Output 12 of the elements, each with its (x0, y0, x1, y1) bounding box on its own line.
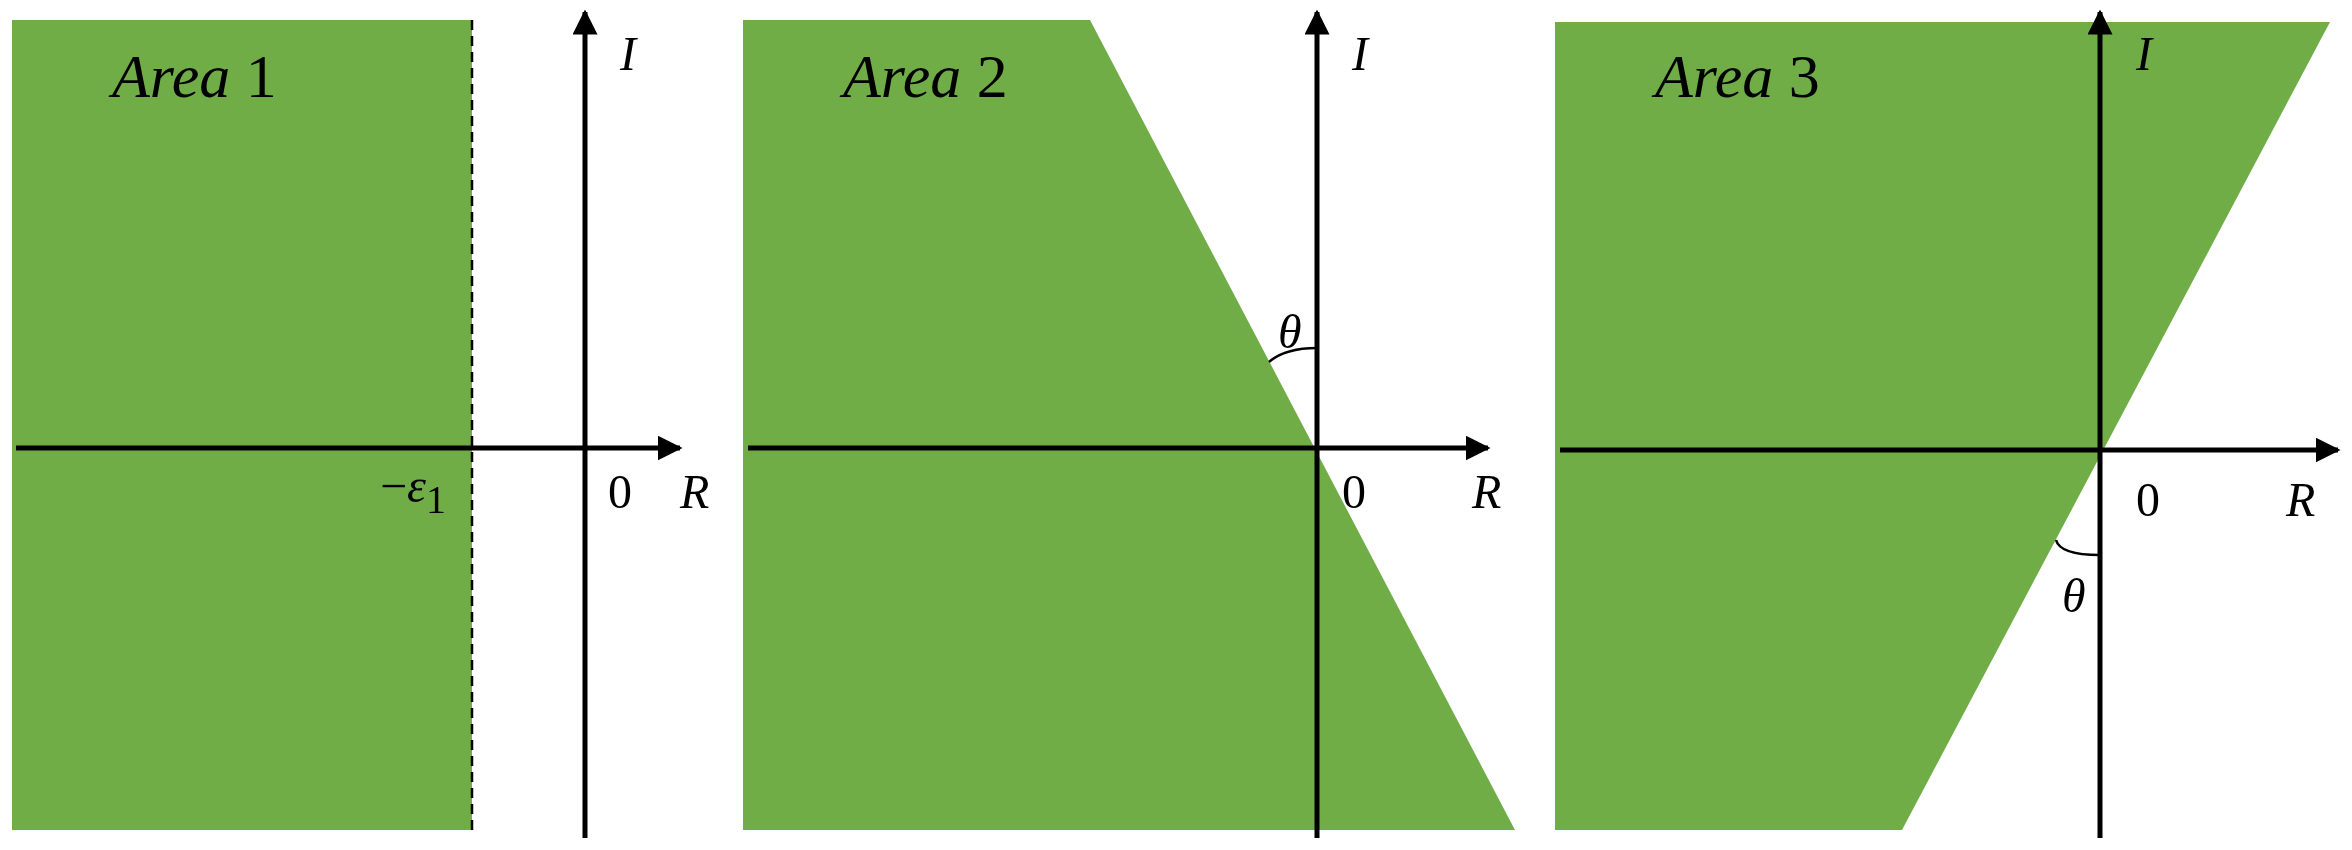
axis-label: R (2286, 476, 2316, 524)
axis-label: R (1472, 468, 1502, 516)
axis-label: I (1352, 30, 1368, 78)
axis-label: R (680, 468, 710, 516)
tick-label: −ε$_{1}$ (380, 462, 446, 520)
origin-label: 0 (608, 468, 632, 516)
angle-label: θ (1278, 308, 1302, 356)
axis-label: I (2136, 30, 2152, 78)
origin-label: 0 (1342, 468, 1366, 516)
origin-label: 0 (2136, 476, 2160, 524)
angle-label: θ (2062, 572, 2086, 620)
axis-label: I (620, 30, 636, 78)
